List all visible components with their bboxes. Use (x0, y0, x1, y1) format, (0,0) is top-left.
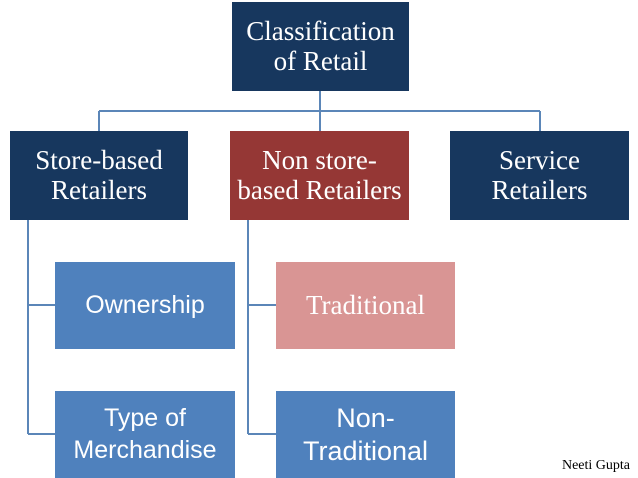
service-label-line1: Service (499, 145, 580, 176)
nontraditional-label-line1: Non- (336, 403, 395, 434)
merchandise-node: Type of Merchandise (55, 391, 235, 478)
nonstore-label-line1: Non store- (262, 145, 377, 176)
root-label-line1: Classification (246, 16, 395, 47)
service-node: Service Retailers (450, 131, 629, 220)
traditional-label: Traditional (305, 289, 425, 320)
root-node: Classification of Retail (232, 2, 409, 91)
traditional-node: Traditional (276, 262, 455, 349)
ownership-label: Ownership (85, 291, 205, 319)
non-traditional-node: Non- Traditional (276, 391, 455, 478)
store-based-node: Store-based Retailers (10, 131, 188, 220)
nontraditional-label-line2: Traditional (302, 435, 429, 466)
merchandise-label-line2: Merchandise (73, 435, 217, 464)
service-label-line2: Retailers (491, 174, 588, 205)
non-store-based-node: Non store- based Retailers (230, 131, 409, 220)
nonstore-label-line2: based Retailers (237, 174, 402, 205)
store-label-line1: Store-based (35, 145, 163, 176)
merchandise-label-line1: Type of (103, 404, 186, 433)
store-label-line2: Retailers (51, 174, 147, 205)
root-label-line2: of Retail (273, 45, 368, 76)
author-credit: Neeti Gupta (561, 458, 630, 473)
ownership-node: Ownership (55, 262, 235, 349)
